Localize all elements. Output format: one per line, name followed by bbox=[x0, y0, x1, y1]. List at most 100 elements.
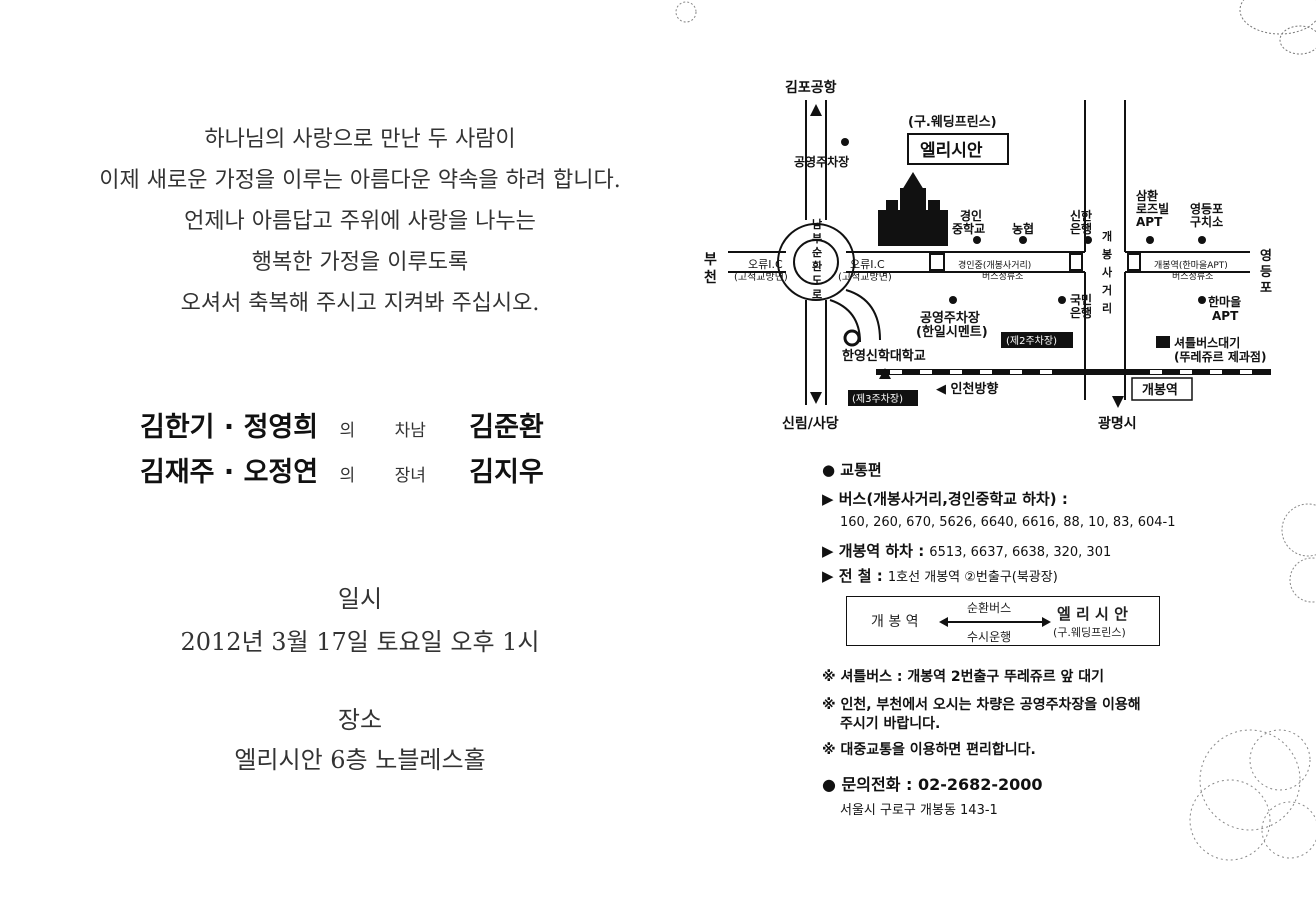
groom-parents: 김한기 · 정영희 bbox=[140, 412, 319, 443]
label-bus-stop-2b: 버스정류소 bbox=[1172, 271, 1213, 282]
railway-line bbox=[876, 369, 1271, 375]
label-nonghyup: 농협 bbox=[1012, 221, 1034, 236]
label-bus-stop-2a: 개봉역(한마을APT) bbox=[1154, 260, 1228, 271]
contact-address: 서울시 구로구 개봉동 143-1 bbox=[840, 803, 998, 818]
venue-callout bbox=[907, 133, 1009, 165]
bride-name: 김지우 bbox=[469, 457, 544, 488]
label-ring-road-4: 환 bbox=[812, 259, 822, 273]
label-gyeongin-school-1: 경인 bbox=[960, 208, 982, 223]
location-map: 김포공항 공영주차장 (구.웨딩프린스) 엘리시안 경인 중학교 농협 신한 은… bbox=[704, 79, 1272, 432]
route-to: 엘 리 시 안 bbox=[1057, 605, 1128, 623]
label-incheon-direction: ◀ 인천방향 bbox=[936, 381, 998, 397]
label-bucheon-1: 부 bbox=[704, 252, 717, 268]
label-parking2: (제2주차장) bbox=[1006, 335, 1057, 347]
label-samhwan-1: 삼환 bbox=[1136, 188, 1158, 203]
route-from: 개 봉 역 bbox=[871, 614, 919, 630]
floral-ornament-bottom-right bbox=[1189, 729, 1316, 861]
label-parking3: (제3주차장) bbox=[852, 393, 903, 405]
shuttle-route-box: 개 봉 역 순환버스 수시운행 엘 리 시 안 (구.웨딩프린스) bbox=[846, 596, 1160, 646]
parking3-arrow-icon bbox=[879, 368, 891, 379]
label-gaebong-cross-2: 봉 bbox=[1102, 248, 1112, 261]
route-top: 순환버스 bbox=[967, 601, 1012, 615]
groom-relation: 차남 bbox=[394, 421, 426, 441]
verse-line-5: 오셔서 축복해 주시고 지켜봐 주십시오. bbox=[180, 291, 540, 316]
label-gaebong-cross-1: 개 bbox=[1102, 229, 1112, 243]
venue-heading: 장소 bbox=[337, 706, 383, 734]
route-bottom: 수시운행 bbox=[967, 630, 1012, 644]
label-former-name: (구.웨딩프린스) bbox=[908, 114, 997, 130]
floral-ornament-right bbox=[1281, 503, 1316, 603]
double-arrow-icon bbox=[939, 617, 1051, 627]
label-samhwan-2: 로즈빌 bbox=[1136, 201, 1169, 216]
groom-row: 김한기 · 정영희 의 차남 김준환 bbox=[140, 405, 544, 444]
subway-value: 1호선 개봉역 ②번출구(북광장) bbox=[887, 570, 1058, 585]
contact-phone: ● 문의전화 : 02-2682-2000 bbox=[822, 775, 1043, 794]
label-samhwan-3: APT bbox=[1136, 215, 1163, 229]
groom-name: 김준환 bbox=[469, 412, 544, 443]
station-label: ▶ 개봉역 하차 : bbox=[822, 542, 925, 560]
verse-line-3: 언제나 아름답고 주위에 사랑을 나누는 bbox=[184, 209, 536, 234]
parking3-badge bbox=[848, 390, 918, 406]
label-bus-stop-1a: 경인중(개봉사거리) bbox=[958, 259, 1031, 271]
label-gaebong-cross-4: 거 bbox=[1102, 283, 1112, 297]
bus-label: ▶ 버스(개봉사거리,경인중학교 하차) : bbox=[822, 490, 1068, 508]
label-oryu-left: 오류I.C bbox=[748, 258, 783, 271]
label-public-parking-1: 공영주차장 bbox=[920, 310, 980, 326]
label-hanmaeul-2: APT bbox=[1212, 309, 1239, 323]
schedule-heading: 일시 bbox=[337, 585, 383, 613]
label-bus-stop-1b: 버스정류소 bbox=[982, 271, 1023, 282]
verse-line-2: 이제 새로운 가정을 이루는 아름다운 약속을 하려 합니다. bbox=[99, 168, 621, 193]
note-transit: ※ 대중교통을 이용하면 편리합니다. bbox=[822, 742, 1036, 758]
subway-row: ▶ 전 철 : 1호선 개봉역 ②번출구(북광장) bbox=[822, 565, 1058, 586]
label-shuttle-2: (뚜레쥬르 제과점) bbox=[1174, 349, 1266, 364]
bride-particle: 의 bbox=[339, 466, 356, 486]
label-kookmin-1: 국민 bbox=[1070, 292, 1092, 307]
north-arrow-icon bbox=[810, 104, 822, 116]
floral-ornament-top-right bbox=[1239, 0, 1316, 55]
label-ring-road-3: 순 bbox=[812, 246, 822, 259]
label-oryu-right-sub: (고척교방면) bbox=[838, 271, 892, 283]
label-hanmaeul-1: 한마을 bbox=[1208, 294, 1241, 309]
groom-particle: 의 bbox=[339, 421, 356, 441]
transport-heading: ● 교통편 bbox=[822, 461, 882, 479]
label-shinhan-2: 은행 bbox=[1070, 221, 1092, 236]
bride-parents: 김재주 · 오정연 bbox=[140, 457, 319, 488]
label-ring-road-1: 남 bbox=[812, 218, 822, 231]
gaebong-station-box bbox=[1131, 377, 1193, 401]
label-gyeongin-school-2: 중학교 bbox=[952, 221, 985, 236]
label-gaebong-cross-5: 리 bbox=[1102, 301, 1112, 315]
route-to-sub: (구.웨딩프린스) bbox=[1053, 626, 1126, 639]
label-bucheon-2: 천 bbox=[704, 270, 717, 286]
label-venue-name: 엘리시안 bbox=[920, 141, 983, 161]
label-ydp-office-2: 구치소 bbox=[1190, 214, 1223, 229]
label-oryu-left-sub: (고척교방면) bbox=[734, 271, 788, 283]
bride-relation: 장녀 bbox=[394, 466, 426, 486]
venue-value: 엘리시안 6층 노블레스홀 bbox=[234, 746, 486, 774]
label-ring-road-5: 도 bbox=[812, 274, 822, 287]
station-numbers: 6513, 6637, 6638, 320, 301 bbox=[929, 545, 1112, 560]
label-oryu-right: 오류I.C bbox=[850, 258, 885, 271]
schedule-value: 2012년 3월 17일 토요일 오후 1시 bbox=[180, 628, 540, 656]
verse-line-4: 행복한 가정을 이루도록 bbox=[251, 250, 469, 275]
station-row: ▶ 개봉역 하차 : 6513, 6637, 6638, 320, 301 bbox=[822, 540, 1111, 561]
note-shuttle: ※ 셔틀버스 : 개봉역 2번출구 뚜레쥬르 앞 대기 bbox=[822, 669, 1105, 685]
label-shuttle-1: 셔틀버스대기 bbox=[1174, 335, 1240, 350]
label-gimpo: 김포공항 bbox=[785, 79, 837, 96]
south-arrow-icon bbox=[810, 392, 822, 404]
label-ydp-3: 포 bbox=[1260, 281, 1272, 296]
note-parking-cont: 주시기 바랍니다. bbox=[840, 716, 941, 732]
label-ydp-1: 영 bbox=[1260, 249, 1272, 264]
bus-numbers: 160, 260, 670, 5626, 6640, 6616, 88, 10,… bbox=[840, 515, 1176, 530]
label-public-parking-top: 공영주차장 bbox=[794, 154, 849, 169]
landmark-dots bbox=[841, 138, 1206, 304]
label-ydp-2: 등 bbox=[1260, 265, 1272, 280]
venue-building-icon bbox=[878, 172, 948, 246]
parking2-badge bbox=[1001, 332, 1073, 348]
floral-ornament-top bbox=[675, 1, 697, 23]
verse-line-1: 하나님의 사랑으로 만난 두 사람이 bbox=[204, 127, 516, 152]
label-gaebong-station: 개봉역 bbox=[1142, 382, 1178, 398]
hanyoung-marker-icon bbox=[843, 329, 861, 347]
label-kookmin-2: 은행 bbox=[1070, 305, 1092, 320]
label-hanyoung: 한영신학대학교 bbox=[842, 348, 926, 364]
label-gwangmyeong: 광명시 bbox=[1098, 415, 1137, 432]
